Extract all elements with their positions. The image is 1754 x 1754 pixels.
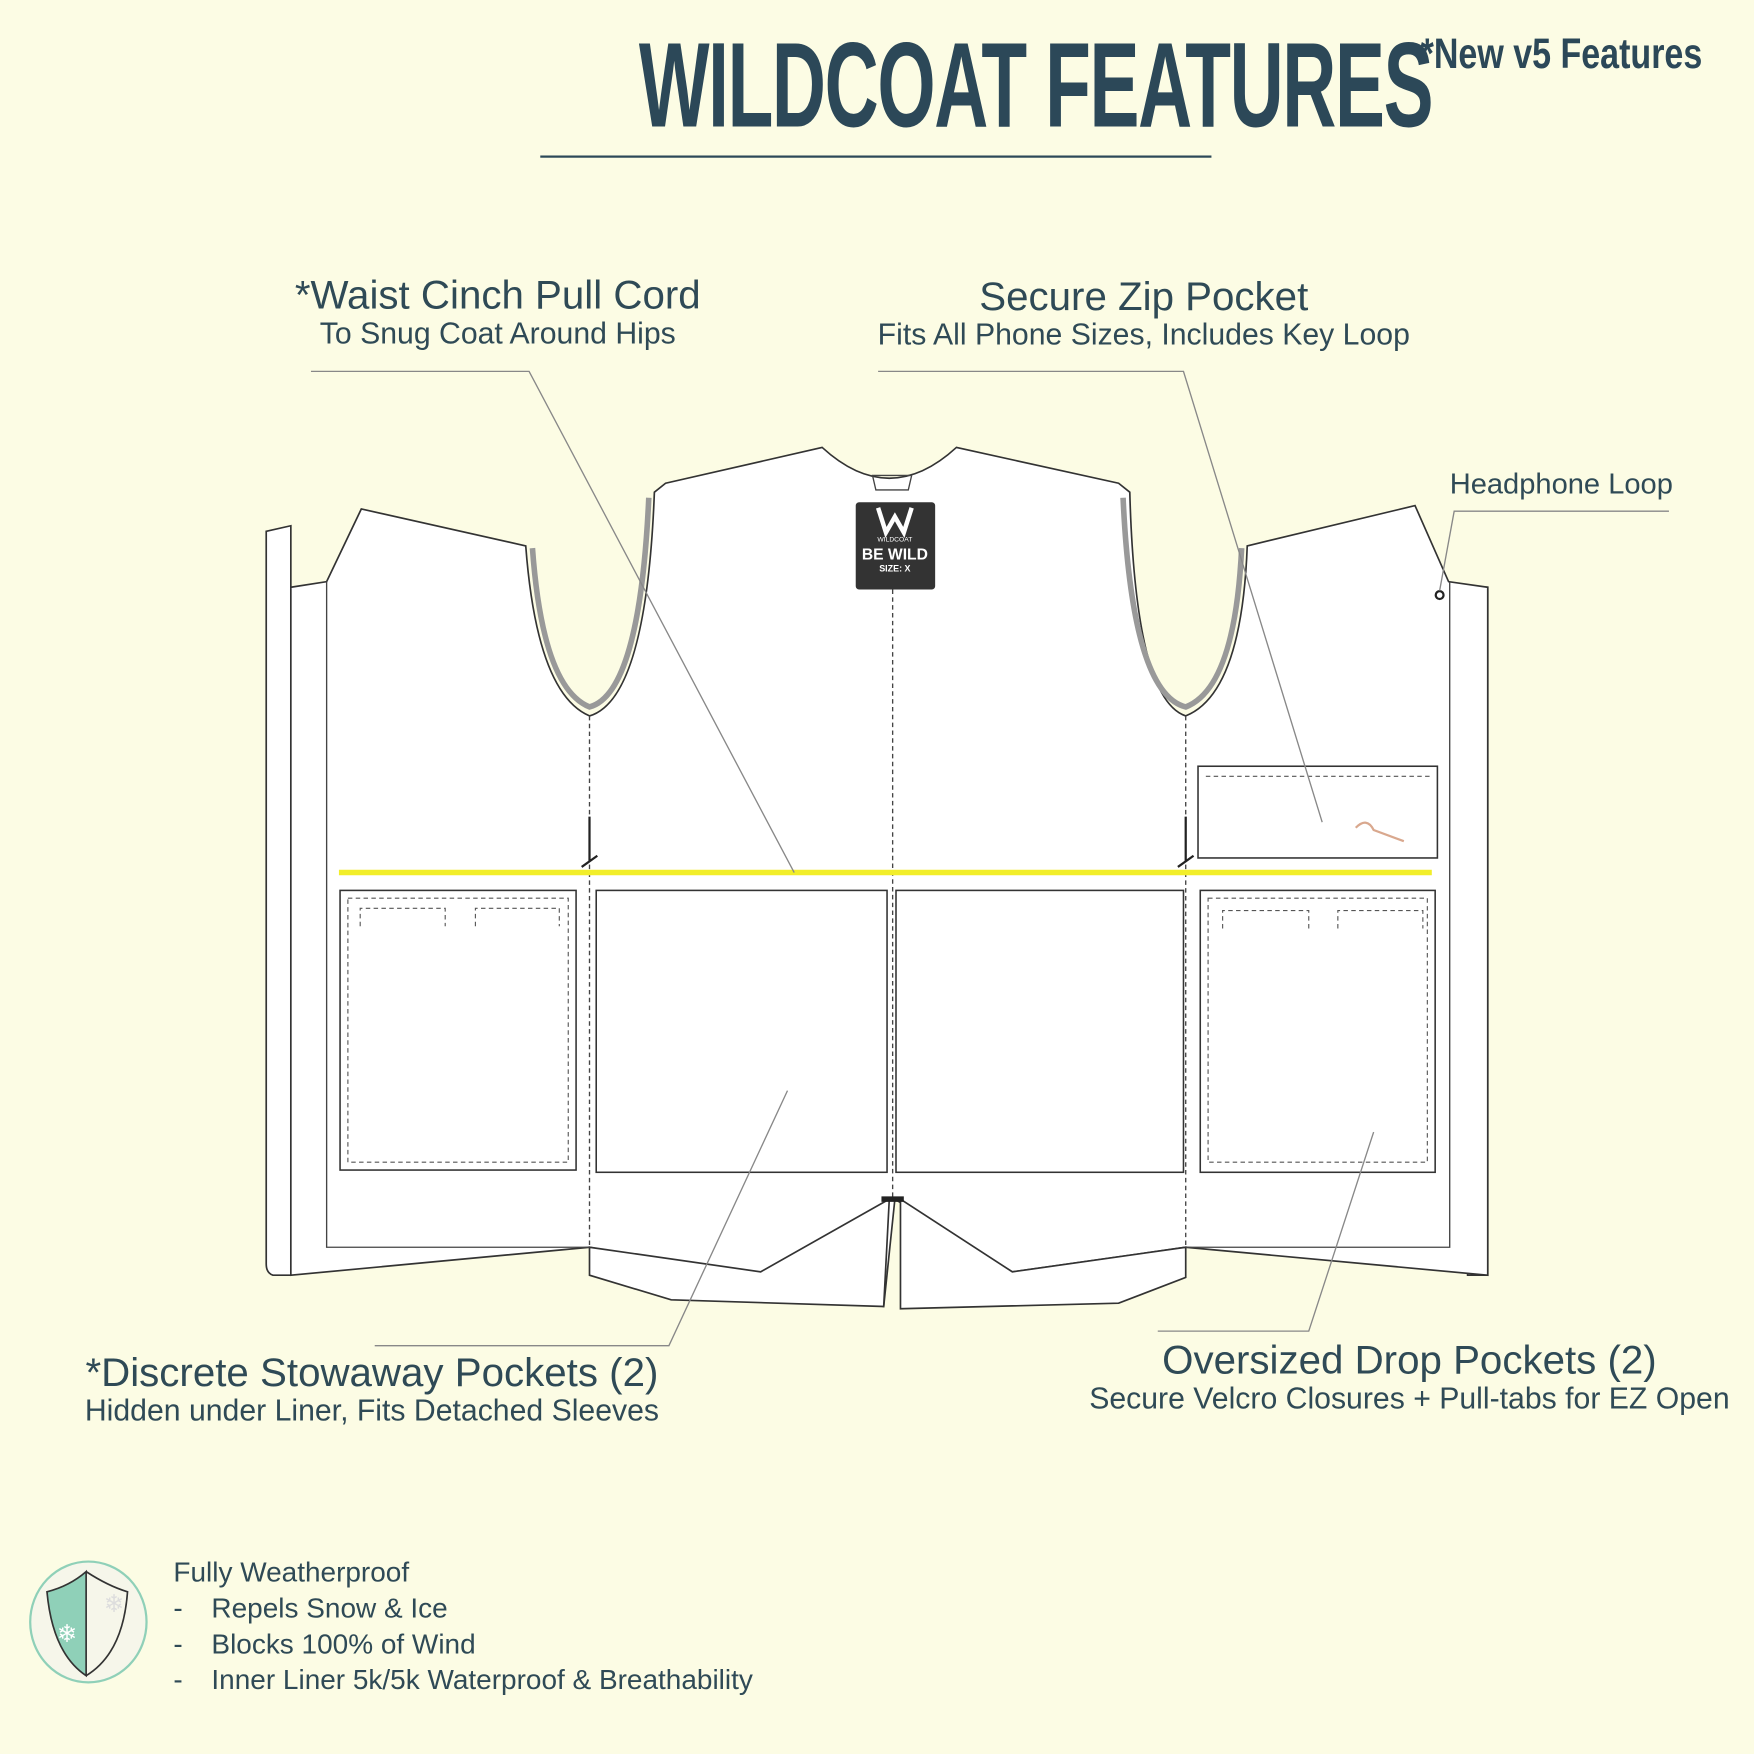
- callout-drop: Oversized Drop Pockets (2) Secure Velcro…: [1074, 1338, 1745, 1415]
- hanger-loop: [871, 474, 913, 491]
- right-armhole-binding: [1120, 497, 1245, 710]
- shield-snowflake-icon: ❄ ❄: [29, 1560, 148, 1684]
- hem-front-left: [588, 1197, 891, 1308]
- drop-leader: [1157, 1131, 1375, 1332]
- list-item: -Repels Snow & Ice: [173, 1592, 448, 1625]
- stowaway-pocket-left: [595, 889, 888, 1174]
- callout-subtitle: Fits All Phone Sizes, Includes Key Loop: [877, 317, 1410, 351]
- new-features-note: *New v5 Features: [1420, 31, 1703, 79]
- stowaway-leader: [374, 1090, 789, 1347]
- hem-front-right: [899, 1197, 1187, 1310]
- svg-text:❄: ❄: [104, 1591, 125, 1618]
- key-loop: [1354, 821, 1405, 843]
- callout-zip: Secure Zip Pocket Fits All Phone Sizes, …: [850, 274, 1437, 351]
- callout-title: *Discrete Stowaway Pockets (2): [85, 1349, 659, 1395]
- left-back-edge: [265, 524, 292, 1277]
- callout-headphone: Headphone Loop: [1449, 466, 1673, 501]
- svg-text:❄: ❄: [57, 1621, 78, 1648]
- title-underline: [540, 155, 1212, 158]
- weatherproof-title: Fully Weatherproof: [173, 1557, 410, 1589]
- callout-title: *Waist Cinch Pull Cord: [294, 271, 701, 318]
- secure-zip-pocket: [1197, 765, 1439, 859]
- right-front-panel-line: [1185, 581, 1451, 1248]
- cinch-toggle-right: [1177, 816, 1195, 868]
- callout-subtitle: Secure Velcro Closures + Pull-tabs for E…: [1089, 1381, 1730, 1415]
- left-armhole-binding: [529, 497, 652, 710]
- tag-size: SIZE: X: [879, 564, 910, 574]
- tag-slogan: BE WILD: [862, 546, 928, 563]
- headphone-leader: [1438, 510, 1669, 591]
- callout-waist: *Waist Cinch Pull Cord To Snug Coat Arou…: [257, 273, 738, 350]
- left-front-panel-line: [325, 581, 590, 1248]
- zip-leader: [878, 370, 1323, 823]
- stowaway-pocket-right: [895, 889, 1185, 1174]
- drop-pocket-left: [339, 889, 577, 1171]
- callout-title: Secure Zip Pocket: [979, 272, 1309, 319]
- callout-title: Oversized Drop Pockets (2): [1162, 1336, 1657, 1383]
- callout-subtitle: To Snug Coat Around Hips: [319, 316, 676, 350]
- list-item: -Inner Liner 5k/5k Waterproof & Breathab…: [173, 1664, 753, 1696]
- cinch-toggle-left: [581, 816, 598, 868]
- list-item: -Blocks 100% of Wind: [173, 1628, 476, 1661]
- brand-tag: WILDCOAT BE WILD SIZE: X: [855, 502, 936, 590]
- callout-subtitle: Hidden under Liner, Fits Detached Sleeve…: [84, 1393, 660, 1427]
- headphone-loop: [1434, 590, 1445, 601]
- weatherproof-section: Fully Weatherproof -Repels Snow & Ice -B…: [173, 1555, 752, 1698]
- drop-pocket-right: [1199, 889, 1436, 1174]
- tag-brand: WILDCOAT: [877, 536, 912, 543]
- callout-stowaway: *Discrete Stowaway Pockets (2) Hidden un…: [56, 1350, 688, 1427]
- waist-leader: [310, 370, 795, 873]
